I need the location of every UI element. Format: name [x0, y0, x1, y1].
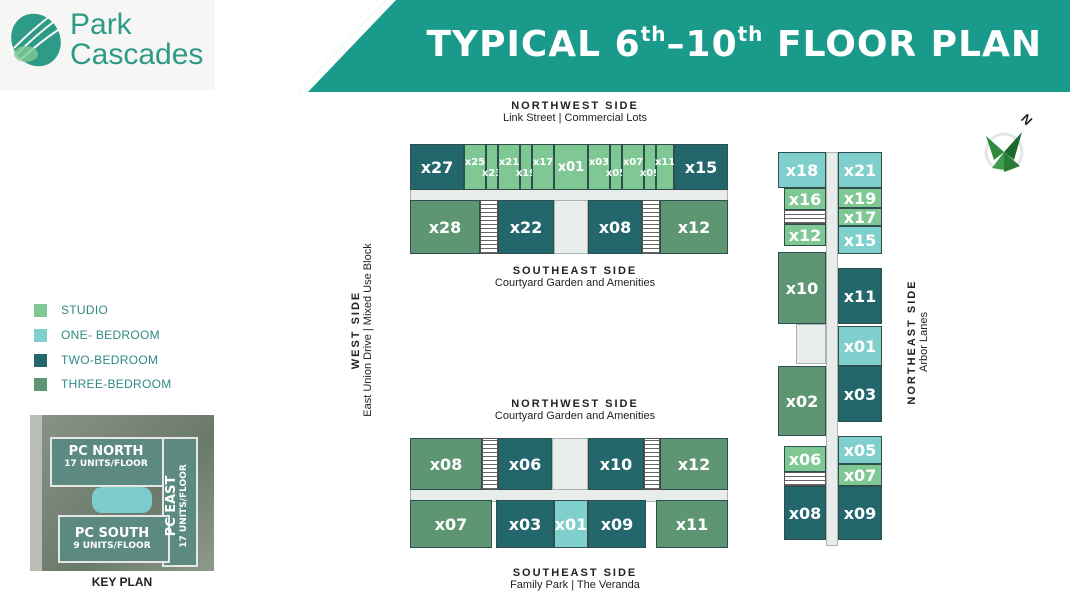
- unit-north-x03[interactable]: x03: [588, 144, 610, 190]
- unit-north-x25[interactable]: x25: [464, 144, 486, 190]
- legend-two-bedroom: TWO-BEDROOM: [34, 353, 158, 367]
- unit-east-x09[interactable]: x09: [838, 486, 882, 540]
- unit-north-x28[interactable]: x28: [410, 200, 480, 254]
- unit-south-x10[interactable]: x10: [588, 438, 644, 490]
- legend-label: THREE-BEDROOM: [61, 377, 172, 391]
- unit-east-x21[interactable]: x21: [838, 152, 882, 188]
- elevator-lobby: [796, 324, 826, 364]
- page-title: TYPICAL 6th–10th FLOOR PLAN: [426, 22, 1042, 65]
- unit-south-x08[interactable]: x08: [410, 438, 482, 490]
- elevator-lobby: [554, 200, 588, 254]
- leaf-icon: [11, 13, 61, 67]
- stair-core: [642, 200, 660, 254]
- unit-east-x02[interactable]: x02: [778, 366, 826, 436]
- unit-east-x17[interactable]: x17: [838, 208, 882, 227]
- unit-north-x19[interactable]: x19: [516, 144, 536, 190]
- unit-east-x01[interactable]: x01: [838, 326, 882, 366]
- legend-label: TWO-BEDROOM: [61, 353, 159, 367]
- unit-east-x12[interactable]: x12: [784, 224, 826, 246]
- unit-east-x10[interactable]: x10: [778, 252, 826, 324]
- unit-north-x27[interactable]: x27: [410, 144, 464, 190]
- unit-east-x05[interactable]: x05: [838, 436, 882, 464]
- legend-swatch: [34, 377, 47, 391]
- unit-east-x08[interactable]: x08: [784, 486, 826, 540]
- stair-core: [482, 438, 498, 490]
- elevator-lobby: [552, 438, 588, 490]
- unit-north-x17[interactable]: x17: [532, 144, 554, 190]
- unit-south-x03[interactable]: x03: [496, 500, 554, 548]
- legend-one-bedroom: ONE- BEDROOM: [34, 328, 160, 342]
- corridor: [826, 152, 838, 546]
- unit-north-x15[interactable]: x15: [674, 144, 728, 190]
- legend-label: ONE- BEDROOM: [61, 328, 160, 342]
- unit-east-x07[interactable]: x07: [838, 464, 882, 486]
- header-banner: [298, 0, 1070, 92]
- unit-north-x22[interactable]: x22: [498, 200, 554, 254]
- unit-north-x08[interactable]: x08: [588, 200, 642, 254]
- unit-north-x21[interactable]: x21: [498, 144, 520, 190]
- unit-east-x16[interactable]: x16: [784, 188, 826, 210]
- unit-south-x06[interactable]: x06: [498, 438, 552, 490]
- unit-north-x23[interactable]: x23: [482, 144, 502, 190]
- legend-studio: STUDIO: [34, 303, 108, 317]
- unit-north-x09[interactable]: x09: [640, 144, 660, 190]
- north-compass: N: [980, 111, 1036, 182]
- legend-swatch: [34, 328, 47, 342]
- unit-east-x19[interactable]: x19: [838, 188, 882, 208]
- unit-south-x12[interactable]: x12: [660, 438, 728, 490]
- stair-core: [480, 200, 498, 254]
- unit-east-x06[interactable]: x06: [784, 446, 826, 472]
- key-plan-caption: KEY PLAN: [91, 575, 153, 589]
- unit-south-x01[interactable]: x01: [554, 500, 588, 548]
- unit-north-x12[interactable]: x12: [660, 200, 728, 254]
- compass-icon: [984, 132, 1024, 172]
- legend-swatch: [34, 353, 47, 367]
- unit-north-x07[interactable]: x07: [622, 144, 644, 190]
- unit-north-x05[interactable]: x05: [606, 144, 626, 190]
- unit-east-x03[interactable]: x03: [838, 366, 882, 422]
- legend-three-bedroom: THREE-BEDROOM: [34, 377, 172, 391]
- unit-east-x18[interactable]: x18: [778, 152, 826, 188]
- unit-north-x11[interactable]: x11: [655, 144, 675, 190]
- unit-south-x11[interactable]: x11: [656, 500, 728, 548]
- unit-north-x01[interactable]: x01: [554, 144, 588, 190]
- unit-south-x07[interactable]: x07: [410, 500, 492, 548]
- stair-core: [784, 210, 826, 224]
- unit-east-x11[interactable]: x11: [838, 268, 882, 324]
- unit-east-x15[interactable]: x15: [838, 226, 882, 254]
- unit-south-x09[interactable]: x09: [588, 500, 646, 548]
- legend-swatch: [34, 303, 47, 317]
- legend-label: STUDIO: [61, 303, 109, 317]
- stair-core: [784, 472, 826, 486]
- stair-core: [644, 438, 660, 490]
